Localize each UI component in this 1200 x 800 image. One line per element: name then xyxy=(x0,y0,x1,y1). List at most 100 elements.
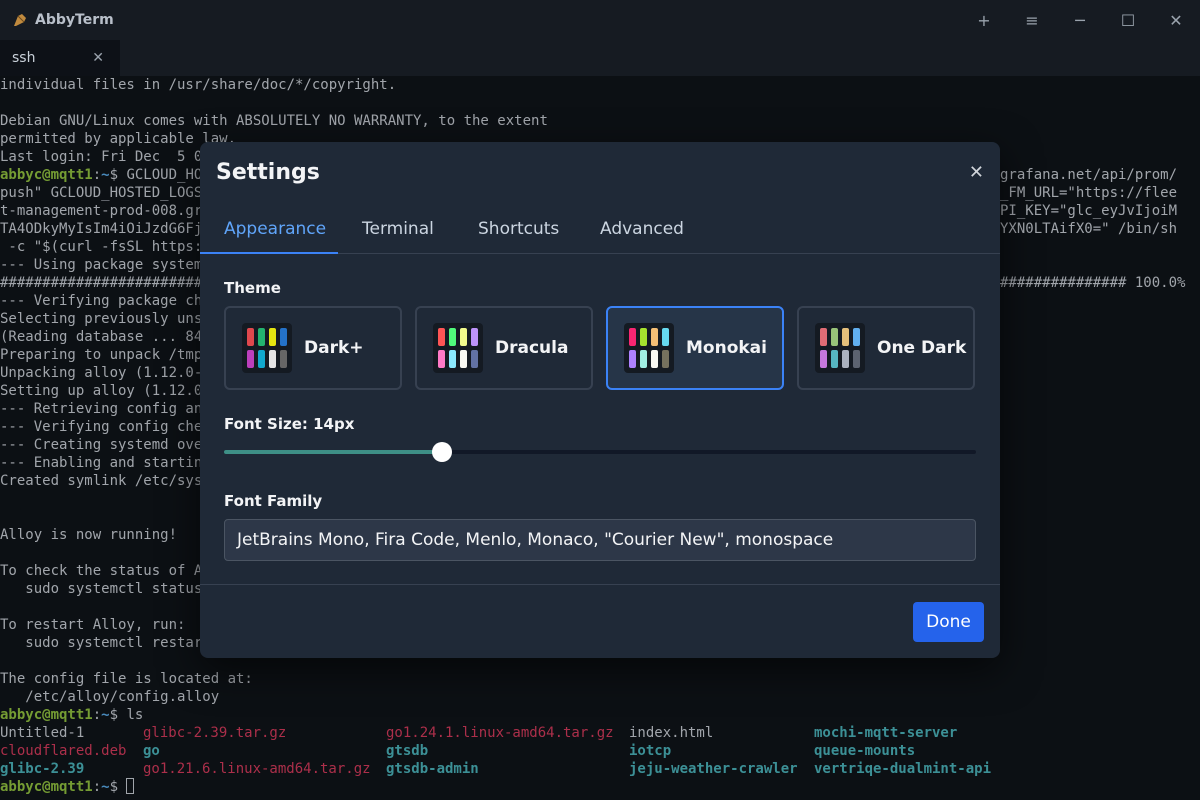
swatch-color xyxy=(247,350,254,368)
menu-icon[interactable]: ≡ xyxy=(1025,10,1039,30)
ls-entry: mochi-mqtt-server xyxy=(814,725,958,741)
swatch-color xyxy=(820,328,827,346)
terminal-line: (Reading database ... 84 xyxy=(0,329,203,345)
terminal-line: Last login: Fri Dec 5 0 xyxy=(0,149,203,165)
settings-dialog: Settings ✕ Appearance Terminal Shortcuts… xyxy=(200,142,1000,658)
swatch-color xyxy=(842,350,849,368)
close-settings-icon[interactable]: ✕ xyxy=(968,162,984,183)
swatch-color xyxy=(449,328,456,346)
swatch-color xyxy=(853,350,860,368)
ls-entry: go1.21.6.linux-amd64.tar.gz xyxy=(143,761,371,777)
terminal-line: Preparing to unpack /tmp xyxy=(0,347,203,363)
prompt-user: abbyc@mqtt1 xyxy=(0,167,93,183)
terminal-line: --- Retrieving config an xyxy=(0,401,203,417)
theme-name: Dracula xyxy=(495,338,569,358)
tab-label: ssh xyxy=(12,50,36,66)
font-family-input[interactable]: JetBrains Mono, Fira Code, Menlo, Monaco… xyxy=(224,519,976,561)
swatch-color xyxy=(460,328,467,346)
swatch-color xyxy=(471,350,478,368)
terminal-line: individual files in /usr/share/doc/*/cop… xyxy=(0,77,397,93)
theme-card-dark[interactable]: Dark+ xyxy=(224,306,402,390)
theme-card-dracula[interactable]: Dracula xyxy=(415,306,593,390)
terminal-line: TA4ODkyMyIsIm4iOiJzdG6Fja xyxy=(0,221,211,237)
done-button[interactable]: Done xyxy=(913,602,984,642)
tab-bar: ssh ✕ xyxy=(0,40,1200,76)
tab-terminal[interactable]: Terminal xyxy=(362,219,434,239)
tab-advanced[interactable]: Advanced xyxy=(600,219,684,239)
prompt-path: ~ xyxy=(101,707,110,723)
font-size-label: Font Size: 14px xyxy=(224,415,355,433)
font-size-slider[interactable] xyxy=(224,442,976,462)
terminal-line: --- Creating systemd ove xyxy=(0,437,203,453)
swatch-color xyxy=(662,350,669,368)
terminal-line-tail: YXN0LTAifX0=" /bin/sh xyxy=(1000,221,1178,237)
tab-shortcuts[interactable]: Shortcuts xyxy=(478,219,560,239)
terminal-line: --- Enabling and startin xyxy=(0,455,203,471)
tab-appearance[interactable]: Appearance xyxy=(224,219,327,239)
theme-name: One Dark xyxy=(877,338,967,358)
new-tab-icon[interactable]: + xyxy=(977,10,991,30)
font-family-label: Font Family xyxy=(224,492,323,510)
swatch-color xyxy=(640,328,647,346)
close-window-icon[interactable]: ✕ xyxy=(1169,10,1183,30)
theme-card-one-dark[interactable]: One Dark xyxy=(797,306,975,390)
ls-entry: iotcp xyxy=(629,743,672,759)
minimize-icon[interactable]: ─ xyxy=(1075,10,1085,30)
ls-entry: gtsdb xyxy=(386,743,429,759)
terminal-line: ########################### xyxy=(0,275,228,291)
tab-ssh[interactable]: ssh ✕ xyxy=(0,40,120,76)
swatch-color xyxy=(460,350,467,368)
terminal-line-tail: _FM_URL="https://flee xyxy=(1000,185,1178,201)
theme-card-monokai[interactable]: Monokai xyxy=(606,306,784,390)
title-bar: AbbyTerm + ≡ ─ ☐ ✕ xyxy=(0,0,1200,40)
swatch-color xyxy=(438,328,445,346)
footer-divider xyxy=(200,584,1000,585)
swatch-color xyxy=(258,328,265,346)
terminal-line: sudo systemctl restar xyxy=(0,635,203,651)
terminal-line: Selecting previously uns xyxy=(0,311,203,327)
terminal-line-tail: grafana.net/api/prom/ xyxy=(1000,167,1178,183)
swatch-color xyxy=(269,328,276,346)
ls-entry: cloudflared.deb xyxy=(0,743,127,759)
terminal-line: Created symlink /etc/sys xyxy=(0,473,203,489)
app-title: AbbyTerm xyxy=(35,12,114,28)
terminal-line: Alloy is now running! xyxy=(0,527,178,543)
terminal-line: --- Verifying package ch xyxy=(0,293,203,309)
ls-entry: go1.24.1.linux-amd64.tar.gz xyxy=(386,725,614,741)
swatch-color xyxy=(662,328,669,346)
swatch-color xyxy=(842,328,849,346)
terminal-line: Setting up alloy (1.12.0 xyxy=(0,383,203,399)
theme-label: Theme xyxy=(224,279,281,297)
swatch-color xyxy=(651,350,658,368)
swatch-color xyxy=(449,350,456,368)
ls-entry: glibc-2.39.tar.gz xyxy=(143,725,287,741)
swatch-color xyxy=(853,328,860,346)
active-tab-indicator xyxy=(200,252,338,254)
terminal-line: To check the status of A xyxy=(0,563,203,579)
terminal-line: abbyc@mqtt1:~$ GCLOUD_HO xyxy=(0,167,203,183)
terminal-line: --- Using package system xyxy=(0,257,203,273)
maximize-icon[interactable]: ☐ xyxy=(1120,10,1136,30)
terminal-line-tail: ############### 100.0% xyxy=(1000,275,1186,291)
swatch-color xyxy=(247,328,254,346)
swatch-color xyxy=(280,328,287,346)
terminal-line: t-management-prod-008.gr xyxy=(0,203,203,219)
terminal-line: Unpacking alloy (1.12.0- xyxy=(0,365,203,381)
terminal-line: sudo systemctl status xyxy=(0,581,203,597)
terminal-line: abbyc@mqtt1:~$ ls xyxy=(0,707,144,723)
swatch-color xyxy=(831,328,838,346)
ls-entry: jeju-weather-crawler xyxy=(629,761,798,777)
slider-thumb[interactable] xyxy=(432,442,453,462)
theme-swatch-icon xyxy=(242,323,292,373)
swatch-color xyxy=(269,350,276,368)
swatch-color xyxy=(258,350,265,368)
prompt-path: ~ xyxy=(101,167,110,183)
settings-title: Settings xyxy=(216,160,320,185)
swatch-color xyxy=(640,350,647,368)
app-logo-icon xyxy=(12,12,28,28)
terminal-line: The config file is located at: xyxy=(0,671,253,687)
tab-close-icon[interactable]: ✕ xyxy=(92,50,104,66)
theme-name: Monokai xyxy=(686,338,767,358)
theme-name: Dark+ xyxy=(304,338,364,358)
terminal-line: -c "$(curl -fsSL https: xyxy=(0,239,203,255)
